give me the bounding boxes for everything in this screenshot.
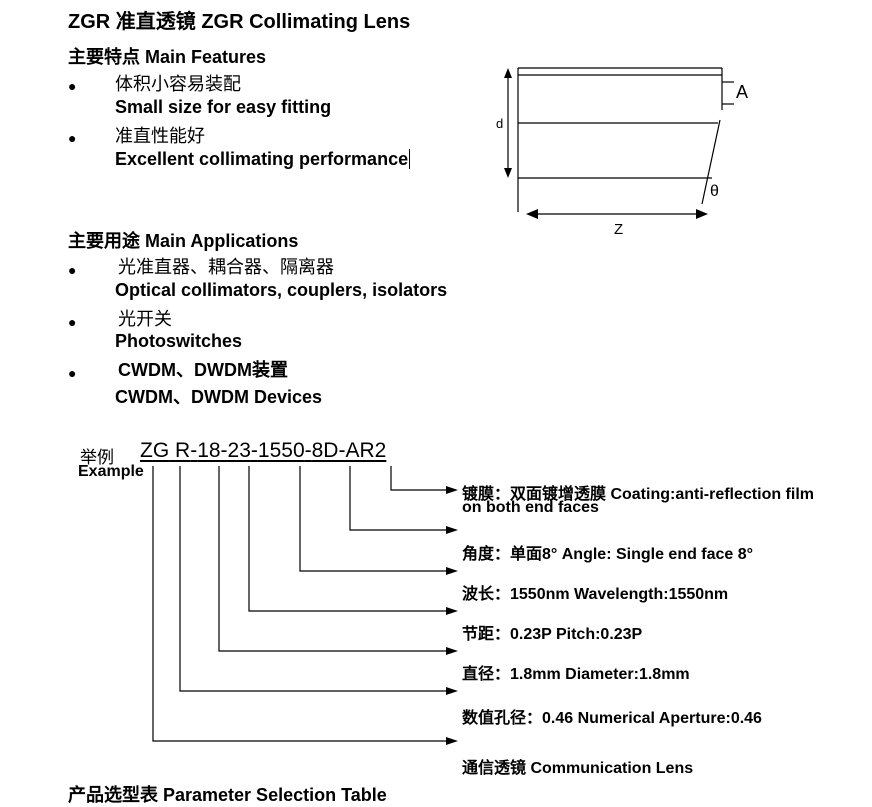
- code-dash: -: [220, 439, 228, 462]
- desc-coating: 镀膜：双面镀增透膜 Coating:anti-reflection film: [462, 486, 815, 503]
- bullet-icon: ●: [68, 314, 77, 330]
- desc-diameter: 直径：1.8mm Diameter:1.8mm: [462, 666, 690, 683]
- code-segment-pitch: 23: [227, 439, 251, 462]
- code-segment-angle: 8D: [311, 439, 339, 462]
- application-en: Photoswitches: [115, 331, 243, 351]
- arrowhead: [446, 567, 458, 575]
- code-segment-type: R: [175, 439, 191, 462]
- desc-wavelength: 波长：1550nm Wavelength:1550nm: [462, 586, 729, 603]
- feature-cn: 准直性能好: [115, 126, 205, 146]
- code-dash: -: [338, 439, 346, 462]
- code-dash: -: [250, 439, 258, 462]
- arrowhead: [446, 607, 458, 615]
- feature-cn: 体积小容易装配: [115, 74, 241, 94]
- arrowhead: [446, 647, 458, 655]
- d-arrow-top: [504, 68, 512, 78]
- code-dash: -: [304, 439, 312, 462]
- d-arrow-bottom: [504, 168, 512, 178]
- application-en: Optical collimators, couplers, isolators: [115, 280, 448, 300]
- code-prefix: ZG: [140, 439, 170, 462]
- bullet-icon: ●: [68, 78, 77, 94]
- application-cn: 光开关: [118, 309, 172, 329]
- code-segment-coating: AR2: [345, 439, 387, 462]
- desc-numerical-aperture: 数值孔径：0.46 Numerical Aperture:0.46: [462, 710, 762, 727]
- connector-coating: [390, 466, 452, 491]
- example-label-cn: 举例: [80, 448, 114, 467]
- desc-coating-line2: on both end faces: [462, 499, 599, 516]
- z-arrow-right: [696, 209, 708, 219]
- features-heading: 主要特点 Main Features: [68, 47, 267, 67]
- desc-pitch: 节距：0.23P Pitch:0.23P: [462, 626, 643, 643]
- application-cn: CWDM、DWDM装置: [118, 360, 288, 380]
- arrowhead: [446, 526, 458, 534]
- connector-angle: [349, 466, 452, 531]
- page-title: ZGR 准直透镜 ZGR Collimating Lens: [68, 11, 411, 33]
- bullet-icon: ●: [68, 262, 77, 278]
- feature-en: Small size for easy fitting: [115, 97, 332, 117]
- connector-communication: [152, 466, 452, 742]
- label-a: A: [736, 82, 748, 102]
- label-d: d: [496, 116, 503, 131]
- arrowhead: [446, 687, 458, 695]
- arrowhead: [446, 737, 458, 745]
- code-segment-wavelength: 1550: [257, 439, 305, 462]
- bullet-icon: ●: [68, 365, 77, 381]
- feature-en: Excellent collimating performance: [115, 149, 409, 169]
- example-code: ZG R-18-23-1550-8D-AR2: [140, 439, 386, 463]
- table-heading: 产品选型表 Parameter Selection Table: [68, 785, 387, 805]
- feature-en-with-cursor: Excellent collimating performance: [115, 149, 411, 170]
- connector-na: [179, 466, 452, 692]
- example-label-en: Example: [78, 463, 144, 480]
- lens-diagram: d A θ Z: [496, 67, 748, 238]
- code-segment-diameter: 18: [197, 439, 221, 462]
- connector-pitch: [248, 466, 452, 612]
- label-z: Z: [614, 221, 623, 238]
- code-dash: -: [190, 439, 198, 462]
- applications-heading: 主要用途 Main Applications: [68, 231, 299, 251]
- slanted-face: [701, 119, 721, 205]
- bullet-icon: ●: [68, 130, 77, 146]
- arrowhead: [446, 486, 458, 494]
- application-cn: 光准直器、耦合器、隔离器: [118, 257, 334, 277]
- application-en: CWDM、DWDM Devices: [115, 387, 323, 407]
- z-arrow-left: [526, 209, 538, 219]
- connector-diameter: [218, 466, 452, 652]
- connector-wavelength: [299, 466, 452, 572]
- label-theta: θ: [710, 183, 719, 200]
- desc-communication-lens: 通信透镜 Communication Lens: [462, 760, 694, 777]
- desc-angle: 角度：单面8° Angle: Single end face 8°: [462, 546, 754, 563]
- text-cursor: [409, 149, 411, 169]
